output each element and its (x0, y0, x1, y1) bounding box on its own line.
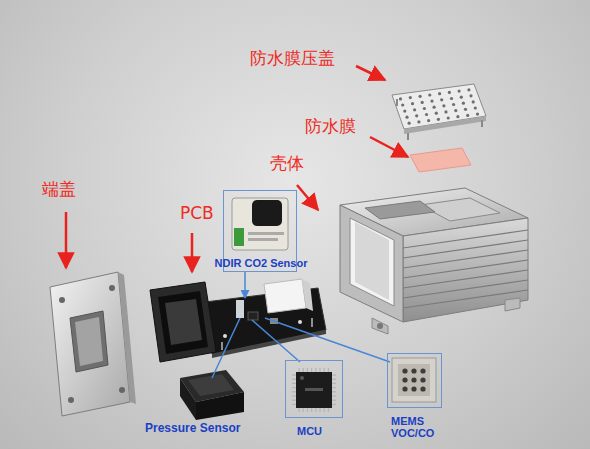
chip-pin (332, 383, 336, 384)
membrane-cover (392, 84, 486, 140)
end-cap (50, 272, 136, 416)
chip-pin (292, 374, 296, 375)
vent-hole (437, 118, 440, 121)
chip-pin (292, 379, 296, 380)
vent-hole (409, 96, 412, 99)
vent-hole (474, 106, 477, 109)
chip-pin (303, 408, 304, 412)
chip-pin (311, 408, 312, 412)
part-name: 防水膜压盖 (250, 47, 335, 70)
leader-lines (212, 272, 390, 378)
chip-pin (315, 408, 316, 412)
ndir-sensor-photo (232, 198, 288, 250)
vent-hole (476, 113, 479, 116)
vent-hole (433, 106, 436, 109)
inset-box: MCU (285, 360, 343, 418)
chip-pin (328, 368, 329, 372)
vent-hole (472, 100, 475, 103)
vent-hole (430, 100, 433, 103)
part-name: PCB (180, 203, 214, 223)
mcu-chip (292, 368, 336, 412)
chip-pin (307, 408, 308, 412)
vent-hole (458, 90, 461, 93)
chip-pin (319, 368, 320, 372)
chip-pin (332, 379, 336, 380)
vent-hole (401, 103, 404, 106)
chip-pin (292, 395, 296, 396)
chip-pin (292, 400, 296, 401)
vent-hole (462, 102, 465, 105)
inset-box: MEMS VOC/CO (387, 353, 442, 408)
chip-pin (328, 408, 329, 412)
vent-hole (428, 93, 431, 96)
chip-pin (303, 368, 304, 372)
chip-pin (324, 368, 325, 372)
vent-hole (403, 110, 406, 113)
vent-hole (417, 120, 420, 123)
vent-hole (442, 104, 445, 107)
vent-hole (421, 101, 424, 104)
vent-hole (413, 108, 416, 111)
chip-pin (298, 368, 299, 372)
part-name: MEMS VOC/CO (391, 415, 451, 439)
part-name: Pressure Sensor (145, 421, 240, 435)
vent-hole (419, 95, 422, 98)
chip-pin (324, 408, 325, 412)
part-name: MCU (297, 425, 322, 437)
inset-box: NDIR CO2 Sensor (223, 190, 297, 272)
vent-hole (447, 116, 450, 119)
chip-pin (332, 391, 336, 392)
pcb-board (150, 279, 326, 362)
chip-pin (298, 408, 299, 412)
chip-pin (292, 391, 296, 392)
chip-pin (311, 368, 312, 372)
vent-hole (454, 109, 457, 112)
vent-hole (408, 122, 411, 125)
chip-pin (307, 368, 308, 372)
chip-pin (332, 400, 336, 401)
vent-hole (452, 103, 455, 106)
vent-hole (448, 91, 451, 94)
membrane (410, 148, 471, 172)
vent-hole (440, 98, 443, 101)
chip-pin (292, 404, 296, 405)
part-name: 防水膜 (305, 115, 356, 138)
vent-hole (438, 92, 441, 95)
chip-pin (292, 383, 296, 384)
mems-chip (392, 358, 436, 402)
housing (340, 188, 528, 334)
chip-pin (332, 404, 336, 405)
chip-pin (332, 395, 336, 396)
chip-pin (319, 408, 320, 412)
part-name: 壳体 (270, 152, 304, 175)
vent-hole (427, 119, 430, 122)
chip-pin (332, 374, 336, 375)
vent-hole (444, 110, 447, 113)
vent-hole (411, 102, 414, 105)
vent-hole (399, 97, 402, 100)
chip-pin (332, 387, 336, 388)
vent-hole (425, 113, 428, 116)
vent-hole (469, 94, 472, 97)
chip-pin (315, 368, 316, 372)
part-name: NDIR CO2 Sensor (215, 257, 308, 269)
vent-hole (450, 97, 453, 100)
vent-hole (435, 112, 438, 115)
part-name: 端盖 (42, 178, 76, 201)
vent-hole (460, 96, 463, 99)
vent-hole (405, 116, 408, 119)
vent-hole (423, 107, 426, 110)
chip-pin (292, 387, 296, 388)
vent-hole (466, 114, 469, 117)
vent-hole (415, 114, 418, 117)
vent-hole (467, 88, 470, 91)
vent-hole (464, 108, 467, 111)
vent-hole (456, 115, 459, 118)
